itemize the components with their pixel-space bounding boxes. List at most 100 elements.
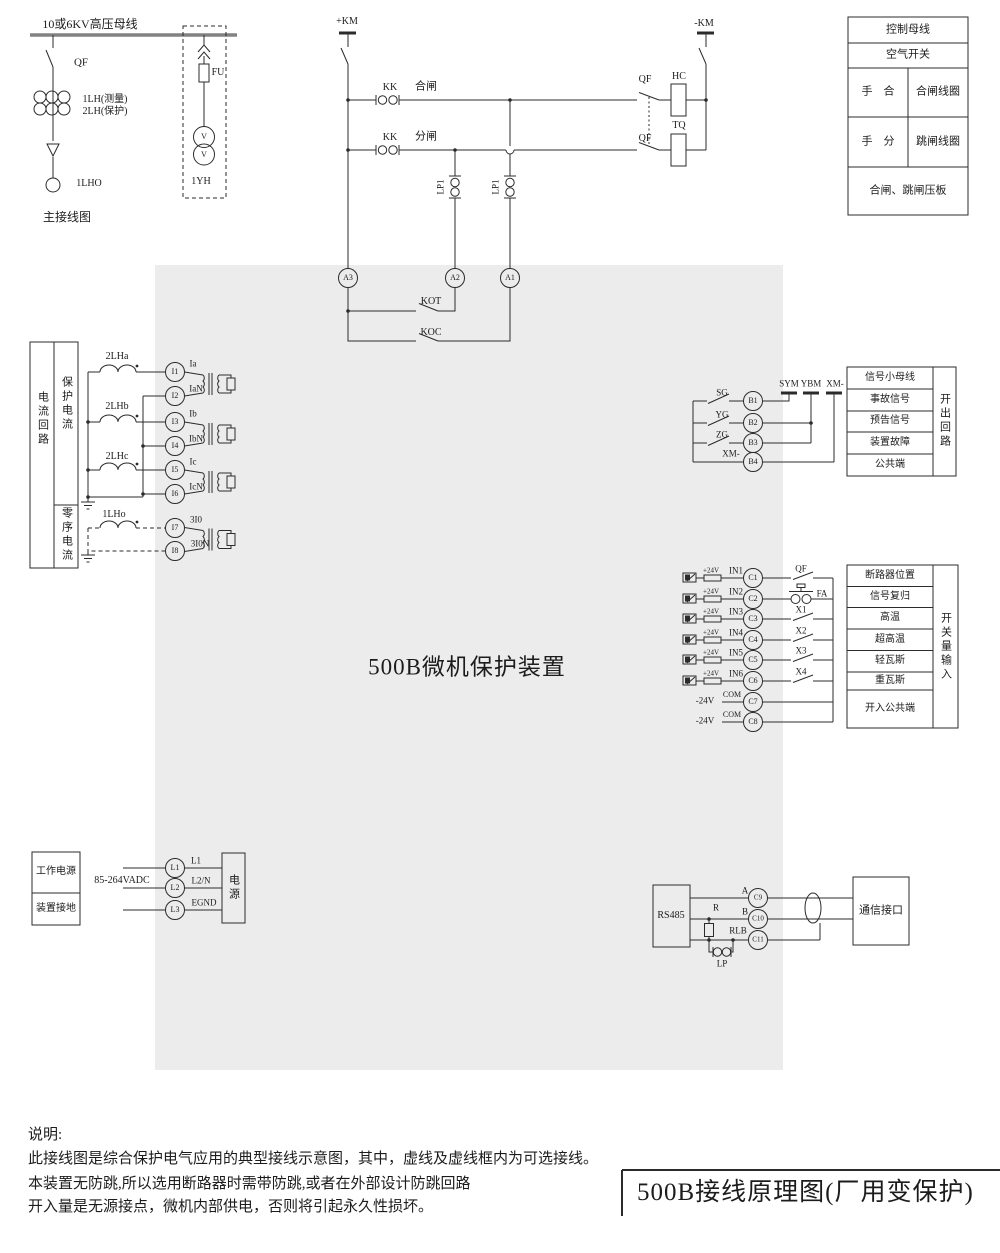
neg24-label-2: -24V [695,715,715,726]
ctl-table-row2: 空气开关 [886,48,930,61]
signal-3i0n-label: 3I0N [190,538,210,549]
terminal-c10 [748,909,768,929]
di-table-row6: 重瓦斯 [875,675,905,686]
work-power-label: 工作电源 [36,866,76,877]
device-name-label: 500B微机保护装置 [368,654,566,680]
terminal-i6-label: I6 [171,489,179,498]
terminal-c6-label: C6 [748,676,758,685]
kk-close-label: KK [382,82,398,93]
signal-output-lines [692,366,957,477]
l1-signal-label: L1 [191,855,201,866]
terminal-b1-label: B1 [748,396,758,405]
r-resistor-label: R [712,902,720,913]
terminal-a3-label: A3 [343,273,353,282]
x1-contact-label: X1 [795,604,807,615]
in2-label: IN2 [729,586,743,597]
ct-1lho-label: 1LHo [102,509,126,520]
pt-v1-label: V [201,132,207,141]
xm-contact-label: XM- [722,448,740,459]
drawing-title: 500B接线原理图(厂用变保护) [637,1179,974,1206]
hc-label: HC [672,71,686,82]
lp-link-label: LP [716,958,728,969]
terminal-l2 [165,878,185,898]
terminal-c9 [748,888,768,908]
pt-name-label: 1YH [191,176,211,187]
zero-seq-label: 零序电流 [60,507,73,563]
rs485-box [652,884,691,948]
v24-label-1: +24V [702,566,720,575]
in6-label: IN6 [729,668,743,679]
switch-input-lines [682,564,959,732]
power-range-label: 85-264VADC [94,875,150,886]
terminal-l3-label: L3 [170,905,180,914]
terminal-c5-label: C5 [748,655,758,664]
terminal-c8-label: C8 [748,717,758,726]
terminal-b4-label: B4 [748,457,758,466]
signal-ian-label: IaN [189,383,203,394]
kot-label: KOT [420,296,442,307]
device-area [155,265,783,1070]
ybm-bus-label: YBM [800,378,822,389]
di-table-row1: 断路器位置 [865,570,915,581]
di-table-row7: 开入公共端 [865,703,915,714]
rlb-label: RLB [729,925,747,936]
sig-table-row1: 信号小母线 [865,372,915,383]
com-label-2: COM [722,710,742,719]
sig-table-row2: 事故信号 [870,394,910,405]
terminal-b2-label: B2 [748,418,758,427]
km-minus-label: -KM [694,18,714,29]
signal-ib-label: Ib [189,408,197,419]
x3-contact-label: X3 [795,645,807,656]
notes-line3: 开入量是无源接点，微机内部供电，否则将引起永久性损坏。 [28,1199,434,1215]
terminal-c6 [743,671,763,691]
v24-label-6: +24V [702,669,720,678]
protect-current-label: 保护电流 [60,376,73,432]
terminal-c2 [743,589,763,609]
x2-contact-label: X2 [795,625,807,636]
sym-bus-label: SYM [779,378,799,389]
signal-ic-label: Ic [189,456,197,467]
v24-label-5: +24V [702,648,720,657]
terminal-c4 [743,630,763,650]
terminal-i5-label: I5 [171,465,179,474]
arrow-down-icon [46,143,60,158]
pt-v2-label: V [201,150,207,159]
kk-open-label: KK [382,132,398,143]
signal-icn-label: IcN [189,481,203,492]
koc-label: KOC [420,327,442,338]
ct-measure-label: 1LH(测量) [82,94,128,105]
terminal-l3 [165,900,185,920]
control-table-lines [847,16,969,216]
terminal-c3 [743,609,763,629]
tq-label: TQ [672,120,686,131]
di-table-row3: 高温 [880,612,900,623]
trip-coil-box [670,133,687,167]
in5-label: IN5 [729,647,743,658]
ct-zero-label: 1LHO [76,178,102,189]
terminal-c5 [743,650,763,670]
main-caption: 主接线图 [42,210,92,224]
fuse-symbol [198,63,210,83]
di-table-row5: 轻瓦斯 [875,655,905,666]
main-diagram-lines [30,25,237,199]
di-table-side: 开关量输入 [939,612,952,682]
cable-shield-symbol [804,892,822,924]
terminal-c2-label: C2 [748,594,758,603]
current-group-label: 电流回路 [36,391,49,447]
v24-label-3: +24V [702,607,720,616]
qf-open-label: QF [638,133,652,144]
yg-contact-label: YG [715,409,729,420]
lp1-a-label: LP1 [435,179,446,195]
terminal-l2-label: L2 [170,883,180,892]
lp1-b-label: LP1 [490,179,501,195]
title-block-lines [621,1169,1000,1216]
di-table-row4: 超高温 [875,634,905,645]
comm-a-label: A [741,885,749,896]
optional-pt-dashed-box [182,25,227,199]
ct-2lhc-label: 2LHc [105,451,129,462]
di-table-row2: 信号复归 [870,591,910,602]
signal-ia-label: Ia [189,358,197,369]
notes-line1: 此接线图是综合保护电气应用的典型接线示意图，其中，虚线及虚线框内为可选接线。 [28,1151,599,1167]
terminal-c1-label: C1 [748,573,758,582]
